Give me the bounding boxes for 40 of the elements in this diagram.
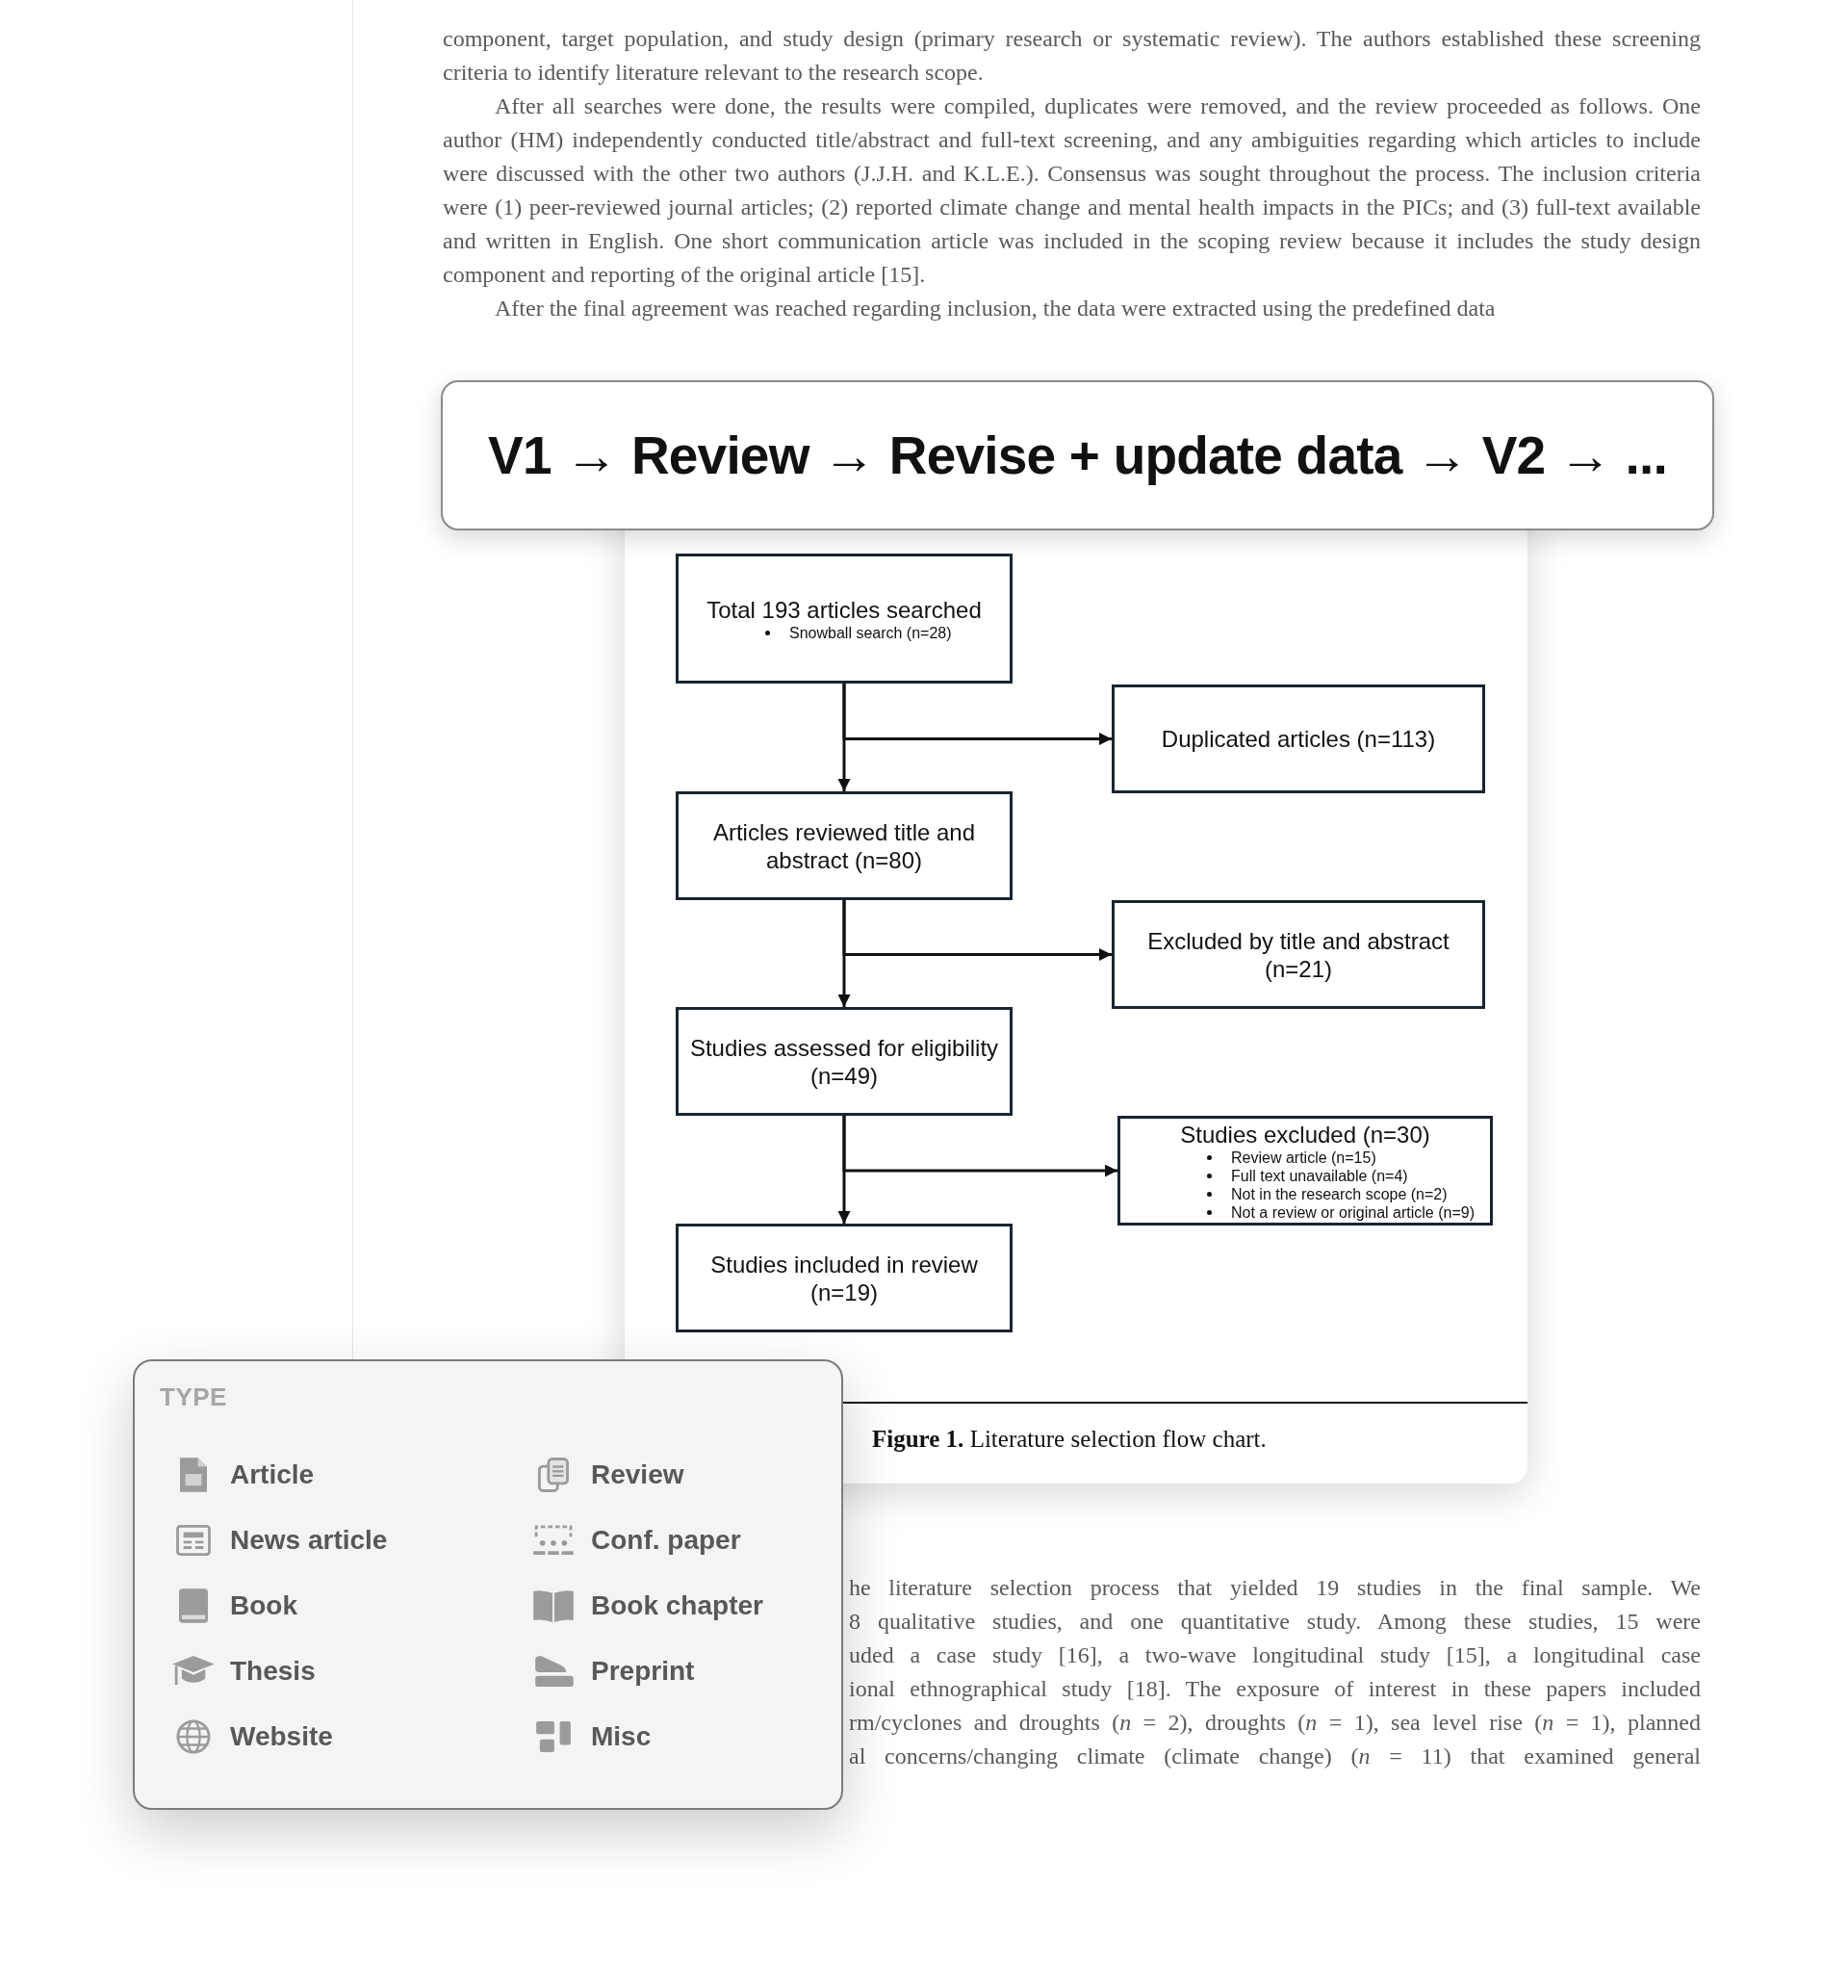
figure-caption: Figure 1. Literature selection flow chart. bbox=[872, 1425, 1267, 1454]
body-text-line: uded a case study [16], a two-wave longitudinal study [15], a longitudinal case bbox=[849, 1641, 1701, 1669]
arrow bbox=[842, 1116, 1117, 1177]
body-paragraph: After the final agreement was reached regarding inclusion, the data were extracted using the predefined data bbox=[494, 295, 1497, 323]
arrow bbox=[842, 900, 1112, 961]
body-text-line: ional ethnographical study [18]. The exposure of interest in these papers included bbox=[849, 1675, 1701, 1703]
process-box: Studies included in review (n=19) bbox=[676, 1224, 1013, 1332]
body-paragraph: component, target population, and study design (primary research or systematic review). The authors established these screening criteria to identify literature relevant to the research scope. bbox=[443, 25, 1701, 87]
list-item-text: Snowball search (n=28) bbox=[789, 623, 952, 642]
process-box: Articles reviewed title and abstract (n=80) bbox=[676, 791, 1013, 900]
menu-option: Website bbox=[230, 1720, 333, 1753]
body-text-line: 8 qualitative studies, and one quantitative study. Among these studies, 15 were bbox=[849, 1608, 1701, 1636]
process-box: Studies assessed for eligibility (n=49) bbox=[676, 1007, 1013, 1116]
box-heading: Total 193 articles searched bbox=[706, 595, 982, 624]
menu-option: Article bbox=[230, 1459, 315, 1491]
menu-option: Thesis bbox=[230, 1655, 316, 1688]
body-text-line: he literature selection process that yielded 19 studies in the final sample. We bbox=[849, 1574, 1701, 1602]
menu-option: Book chapter bbox=[591, 1589, 763, 1622]
list-item-text: Review article (n=15) bbox=[1231, 1148, 1376, 1167]
process-box bbox=[676, 554, 1013, 684]
arrow bbox=[842, 684, 1112, 745]
section-heading: TYPE bbox=[160, 1382, 227, 1411]
menu-option: Misc bbox=[591, 1720, 652, 1753]
menu-option: Review bbox=[591, 1459, 684, 1491]
process-box: Excluded by title and abstract (n=21) bbox=[1112, 900, 1485, 1009]
body-text-line: al concerns/changing climate (climate change) (n = 11) that examined general bbox=[849, 1743, 1701, 1770]
workflow-banner: V1 → Review → Revise + update data → V2 → ... bbox=[441, 380, 1714, 530]
list-item-text: Full text unavailable (n=4) bbox=[1231, 1166, 1408, 1185]
menu-option: Conf. paper bbox=[591, 1524, 741, 1557]
menu-option: Preprint bbox=[591, 1655, 695, 1688]
list-item-text: Not a review or original article (n=9) bbox=[1231, 1202, 1475, 1222]
process-box bbox=[1117, 1116, 1493, 1226]
body-paragraph: After all searches were done, the results were compiled, duplicates were removed, and the review proceeded as follows. One author (HM) independently conducted title/abstract and full-text screening, and any ambiguities regarding which articles to include were discussed with the other two authors (J.J.H. and K.L.E.). Consensus was sought throughout the process. The inclusion criteria were (1) peer-reviewed journal articles; (2) reported climate change and mental health impacts in the PICs; and (3) full-text available and written in English. One short communication article was included in the scoping review because it includes the study design component and reporting of the original article [15]. bbox=[443, 92, 1701, 289]
body-text-line: rm/cyclones and droughts (n = 2), droughts (n = 1), sea level rise (n = 1), planned bbox=[849, 1709, 1701, 1737]
menu-option: News article bbox=[230, 1524, 388, 1557]
type-menu-panel bbox=[133, 1359, 843, 1810]
process-box: Duplicated articles (n=113) bbox=[1112, 684, 1485, 793]
box-heading: Studies excluded (n=30) bbox=[1180, 1120, 1430, 1149]
menu-option: Book bbox=[230, 1589, 297, 1622]
list-item-text: Not in the research scope (n=2) bbox=[1231, 1184, 1448, 1203]
